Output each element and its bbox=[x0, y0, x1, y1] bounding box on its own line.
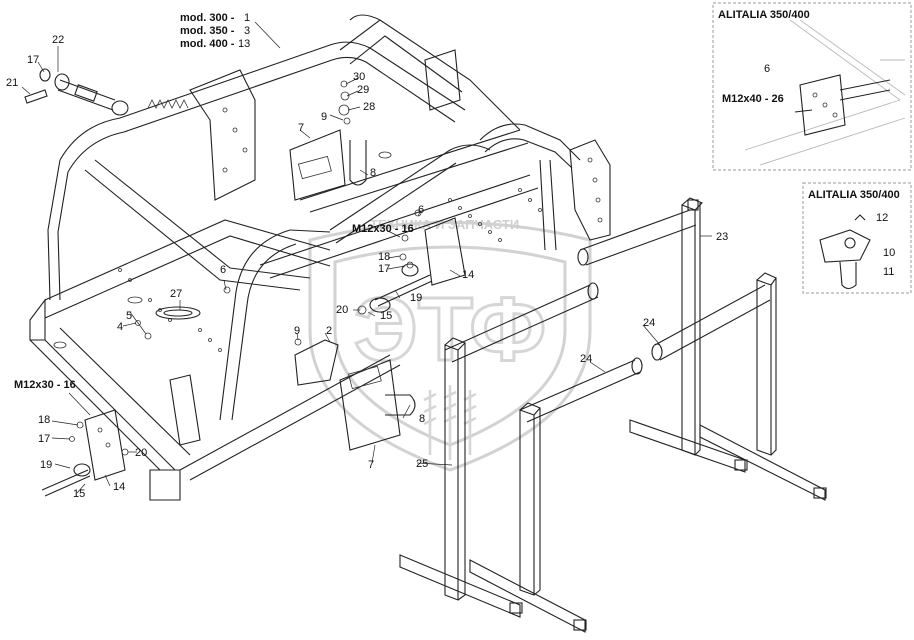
main-frame bbox=[29, 14, 581, 501]
inset-bottom-label-10: 10 bbox=[883, 247, 895, 259]
callout-19-left: 19 bbox=[40, 459, 52, 471]
model-300-part: 1 bbox=[244, 12, 250, 24]
model-350-part: 3 bbox=[244, 25, 250, 37]
inset-bottom-title: ALITALIA 350/400 bbox=[808, 189, 900, 201]
callout-9-lower: 9 bbox=[294, 325, 300, 337]
model-400-label: mod. 400 - bbox=[180, 38, 235, 50]
bracket-part-7-lower bbox=[339, 359, 401, 451]
leader-lines bbox=[21, 21, 882, 494]
callout-m12x30-center: M12x30 - 16 bbox=[352, 223, 414, 235]
model-400-part: 13 bbox=[238, 38, 250, 50]
callout-15-center: 15 bbox=[380, 310, 392, 322]
callout-4: 4 bbox=[117, 321, 123, 333]
stand-leg-25 bbox=[399, 337, 587, 633]
callout-7-top: 7 bbox=[298, 122, 304, 134]
stand-tube-24-lower bbox=[519, 357, 643, 423]
model-table: mod. 300 - 1 mod. 350 - 3 mod. 400 - 13 bbox=[180, 12, 250, 50]
inset-top: ALITALIA 350/400 6 M12x40 - 26 bbox=[712, 2, 912, 171]
watermark-text: ТЕХНИКА И ЗАПЧАСТИ bbox=[370, 217, 519, 232]
watermark-shield: ТЕХНИКА И ЗАПЧАСТИ ЭТФ bbox=[308, 217, 592, 472]
bolt-part-19-center bbox=[369, 274, 433, 313]
callout-25: 25 bbox=[416, 458, 428, 470]
callout-24-upper: 24 bbox=[643, 317, 655, 329]
callout-21: 21 bbox=[6, 77, 18, 89]
callout-19-center: 19 bbox=[410, 292, 422, 304]
hinge-bracket-left bbox=[73, 409, 126, 481]
rear-bracket-left bbox=[169, 374, 201, 446]
bolt-part-19-left bbox=[41, 469, 91, 497]
callout-22: 22 bbox=[52, 34, 64, 46]
callout-7-lower: 7 bbox=[368, 459, 374, 471]
callout-24-lower: 24 bbox=[580, 353, 592, 365]
callout-14-center: 14 bbox=[462, 269, 474, 281]
callout-2: 2 bbox=[326, 325, 332, 337]
callout-30: 30 bbox=[353, 71, 365, 83]
model-300-label: mod. 300 - bbox=[180, 12, 235, 24]
u-bolt-part-8-lower bbox=[385, 394, 416, 416]
callout-18-center: 18 bbox=[378, 251, 390, 263]
callout-27: 27 bbox=[170, 288, 182, 300]
callout-17-top: 17 bbox=[27, 54, 39, 66]
callout-8-top: 8 bbox=[370, 167, 376, 179]
callout-labels: 17 22 21 30 29 28 9 7 8 6 M12x30 - 16 18… bbox=[6, 34, 728, 500]
stand-tube-24-upper bbox=[651, 284, 771, 361]
callout-23: 23 bbox=[716, 231, 728, 243]
bracket-part-7-upper bbox=[289, 129, 346, 201]
bracket-plate-top bbox=[189, 69, 256, 201]
inset-bottom: ALITALIA 350/400 12 10 11 bbox=[802, 182, 912, 294]
callout-14-left: 14 bbox=[113, 481, 125, 493]
model-350-label: mod. 350 - bbox=[180, 25, 235, 37]
callout-8-lower: 8 bbox=[419, 413, 425, 425]
hinge-bracket-center bbox=[401, 217, 466, 286]
callout-m12x30-left: M12x30 - 16 bbox=[14, 379, 76, 391]
callout-20-left: 20 bbox=[135, 447, 147, 459]
inset-top-label-m12x40: M12x40 - 26 bbox=[722, 93, 784, 105]
stand-leg-23 bbox=[629, 197, 827, 501]
watermark-logo: ЭТФ bbox=[354, 280, 546, 380]
callout-6-left: 6 bbox=[220, 264, 226, 276]
inset-bottom-label-11: 11 bbox=[883, 266, 894, 278]
callout-17-center: 17 bbox=[378, 263, 390, 275]
stand-leg-front-right bbox=[519, 402, 541, 596]
callout-20-center: 20 bbox=[336, 304, 348, 316]
callout-17-left: 17 bbox=[38, 433, 50, 445]
inset-top-label-6: 6 bbox=[764, 63, 770, 75]
stand-leg-right bbox=[756, 272, 777, 456]
callout-28: 28 bbox=[363, 101, 375, 113]
callout-6-center: 6 bbox=[418, 204, 424, 216]
stand-tube-long bbox=[444, 282, 599, 363]
inset-bottom-label-12: 12 bbox=[876, 212, 888, 224]
callout-15-left: 15 bbox=[73, 488, 85, 500]
u-bolt-part-8-upper bbox=[349, 140, 367, 186]
inset-top-title: ALITALIA 350/400 bbox=[718, 9, 810, 21]
callout-29: 29 bbox=[357, 84, 369, 96]
stand-tube-23-top bbox=[577, 209, 697, 266]
callout-5: 5 bbox=[126, 310, 132, 322]
plate-part-2 bbox=[294, 339, 339, 386]
callout-9-top: 9 bbox=[321, 111, 327, 123]
rear-bracket-right bbox=[424, 49, 461, 111]
handle-part-27 bbox=[155, 306, 201, 320]
bracket-plate-right-post bbox=[569, 139, 611, 241]
top-link-assembly bbox=[24, 68, 129, 116]
callout-18-left: 18 bbox=[38, 414, 50, 426]
